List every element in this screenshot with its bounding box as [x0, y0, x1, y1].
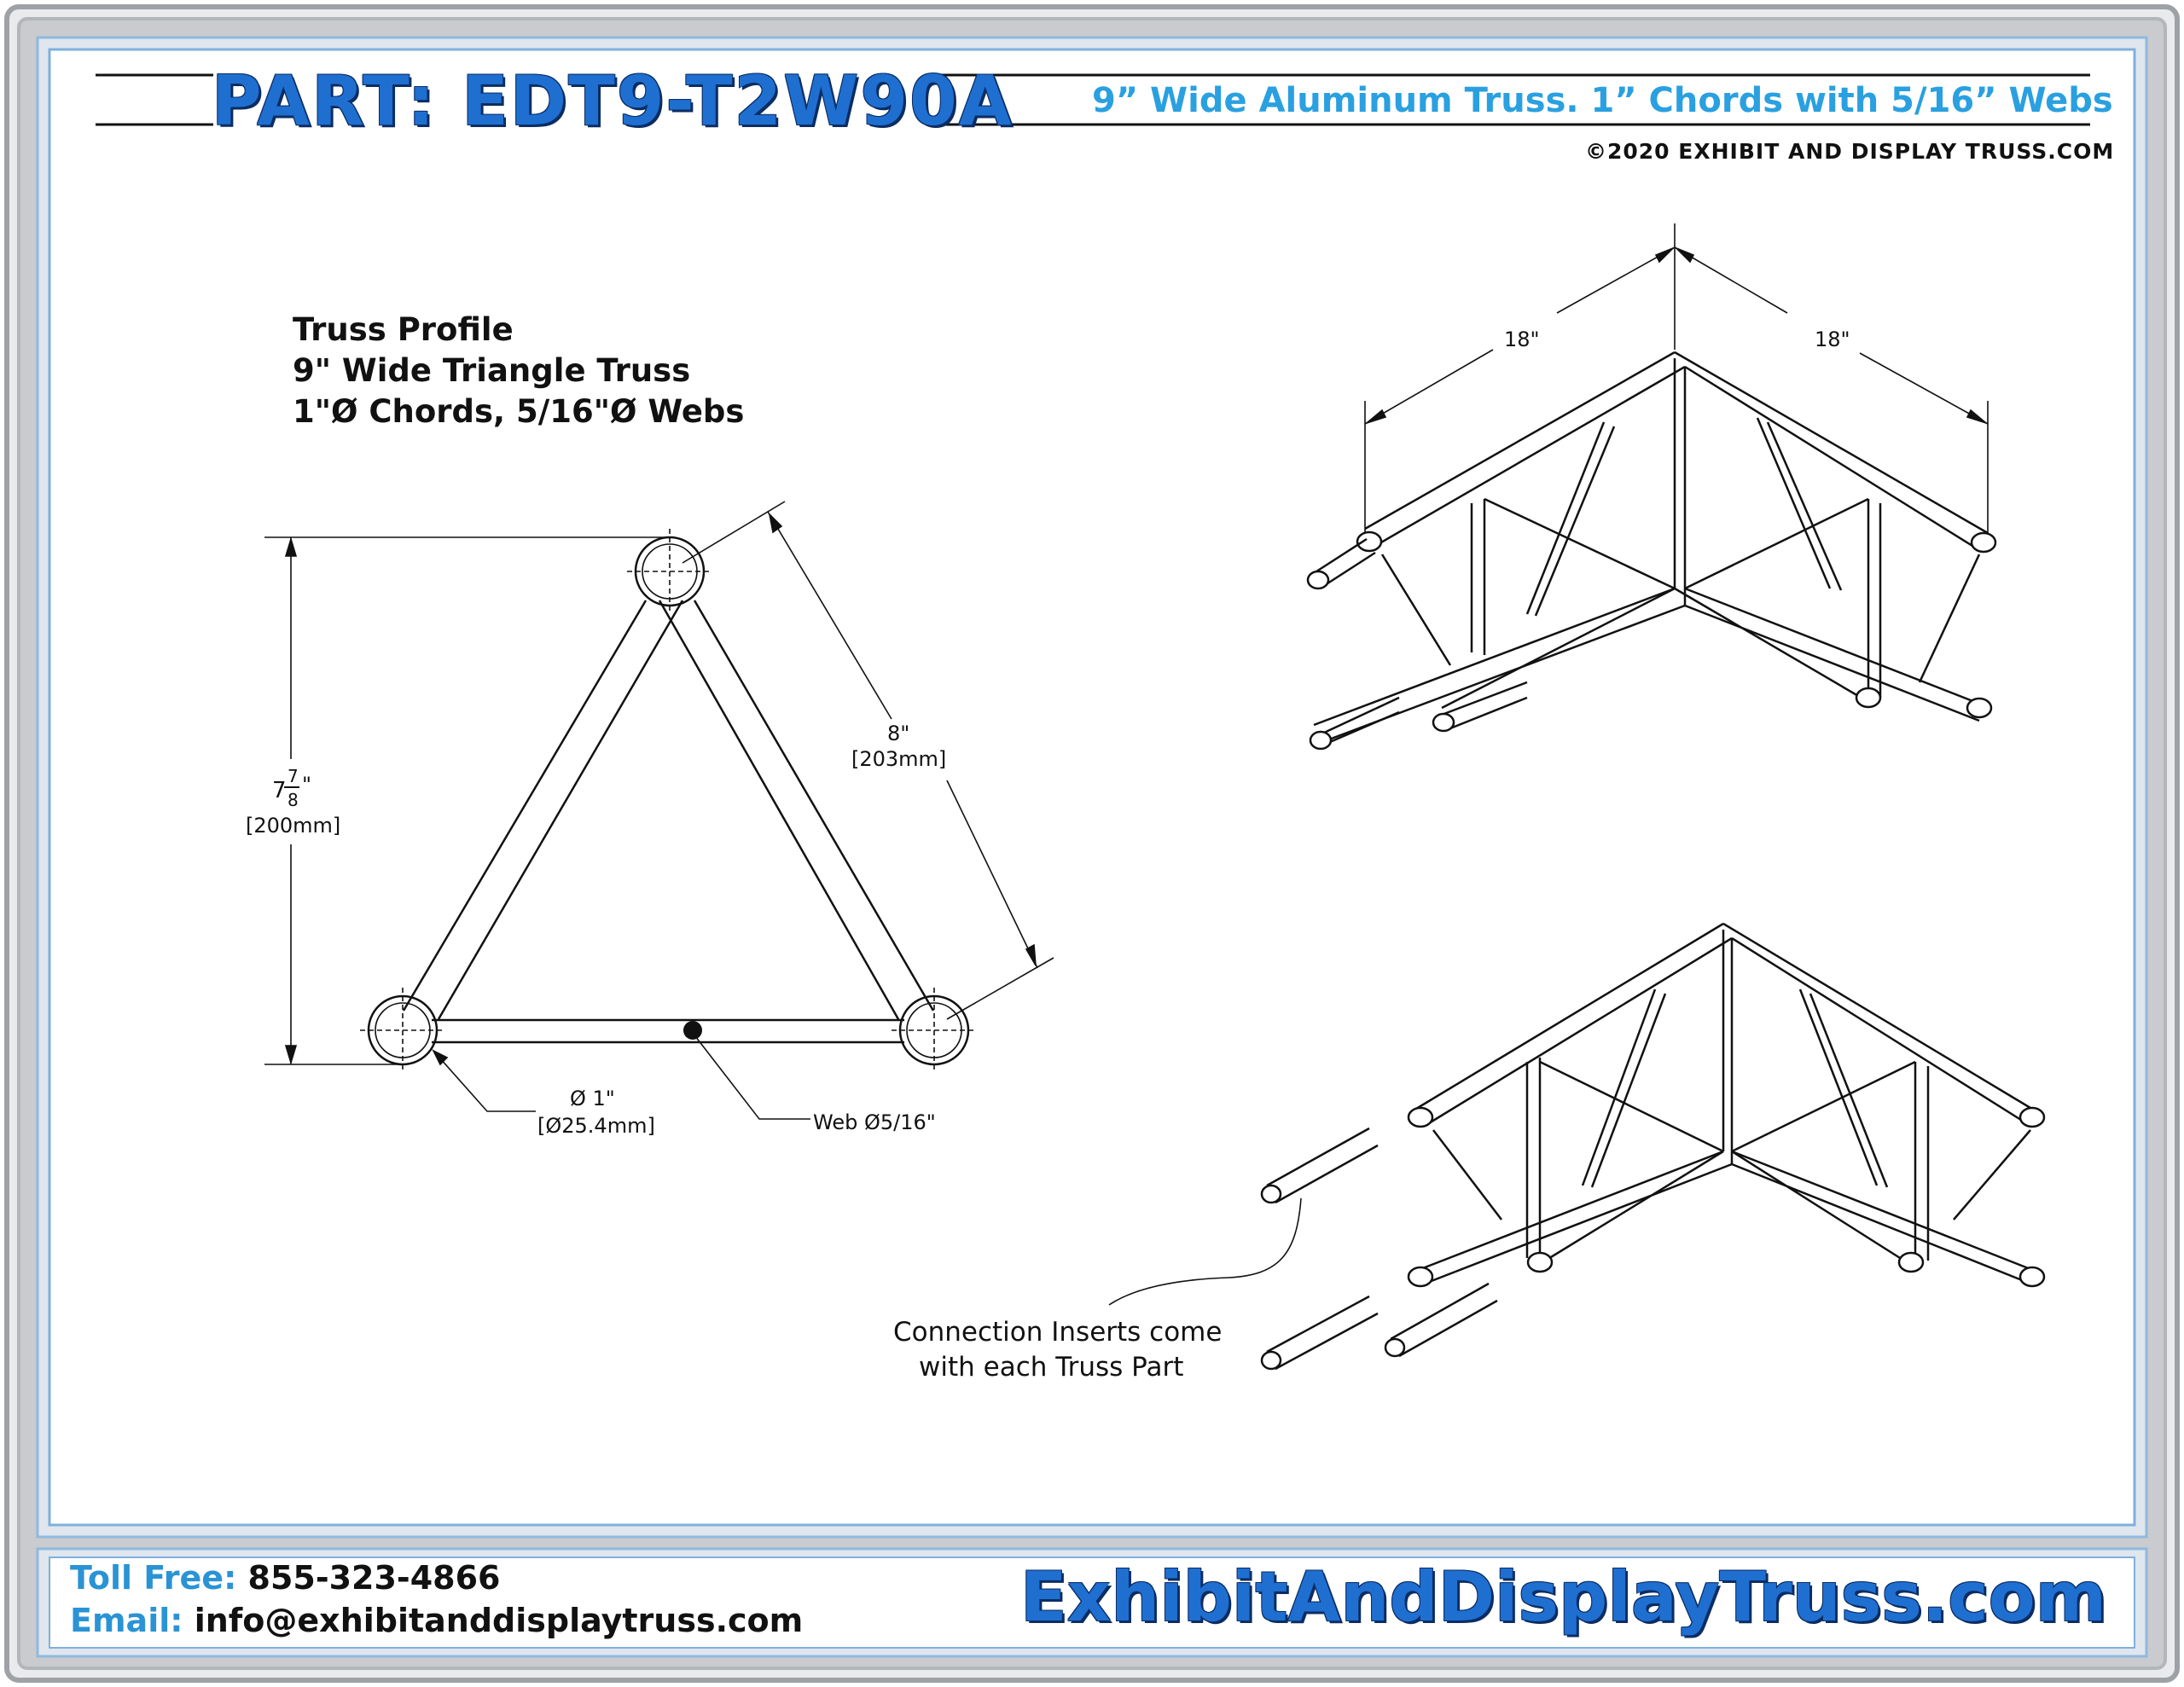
profile-heading-line-1: Truss Profile [293, 311, 514, 348]
footer-toll-free: Toll Free: 855-323-4866 [70, 1559, 500, 1597]
copyright-notice: ©2020 EXHIBIT AND DISPLAY TRUSS.COM [1585, 139, 2115, 164]
height-whole: 7 [272, 778, 287, 803]
iso-truss-top [1313, 351, 1989, 744]
fraction-bar [284, 786, 299, 788]
iso-tube-ends [1306, 530, 1997, 751]
toll-free-label: Toll Free: [70, 1559, 237, 1597]
iso-leg-b-length: 18" [1815, 328, 1850, 351]
toll-free-number[interactable]: 855-323-4866 [247, 1559, 501, 1597]
email-address-link[interactable]: info@exhibitanddisplaytruss.com [194, 1602, 804, 1639]
connection-inserts [1260, 1127, 1498, 1371]
height-mm: [200mm] [246, 814, 341, 838]
height-numerator: 7 [288, 766, 299, 786]
part-title: PART: EDT9-T2W90A [212, 61, 1014, 141]
web-section-dot [683, 1021, 702, 1040]
side-dimension [682, 501, 1054, 1020]
profile-chords [360, 529, 977, 1073]
iso-dimensions [1364, 223, 1989, 546]
email-label: Email: [70, 1602, 183, 1639]
side-length-mm: [203mm] [851, 747, 947, 771]
iso2-truss [1415, 922, 2036, 1285]
profile-webs [402, 600, 935, 1044]
inserts-note-line-1: Connection Inserts come [893, 1317, 1223, 1348]
chord-leader [432, 1049, 536, 1112]
web-diameter: Web Ø5/16" [813, 1110, 936, 1134]
web-leader [694, 1035, 810, 1120]
height-denominator: 8 [288, 790, 299, 810]
chord-diameter: Ø 1" [570, 1087, 615, 1110]
inserts-note-line-2: with each Truss Part [919, 1352, 1184, 1383]
website-link[interactable]: ExhibitAndDisplayTruss.com [1020, 1557, 2107, 1637]
iso2-tube-ends [1407, 1106, 2046, 1288]
inserts-leader [1108, 1197, 1302, 1306]
chord-diameter-mm: [Ø25.4mm] [537, 1114, 655, 1138]
iso-leg-a-length: 18" [1504, 328, 1540, 351]
profile-heading-line-2: 9" Wide Triangle Truss [293, 352, 691, 389]
side-length: 8" [887, 722, 910, 745]
footer-email: Email: info@exhibitanddisplaytruss.com [70, 1602, 803, 1639]
profile-heading-line-3: 1"Ø Chords, 5/16"Ø Webs [293, 393, 745, 430]
part-subtitle: 9” Wide Aluminum Truss. 1” Chords with 5… [1092, 81, 2113, 120]
height-dimension [264, 536, 665, 1065]
height-unit: " [302, 773, 312, 797]
